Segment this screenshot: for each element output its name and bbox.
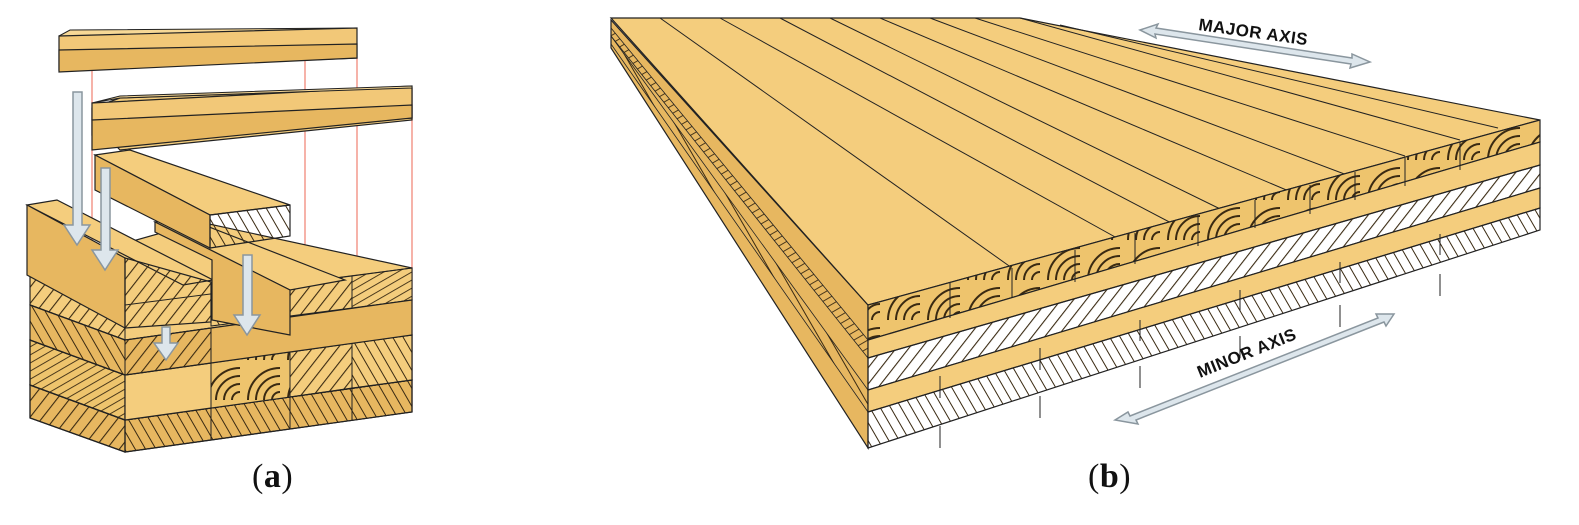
double-arrow-icon xyxy=(1138,22,1373,70)
panel-a-exploded-layers xyxy=(25,27,413,453)
caption-panel-a: (a) xyxy=(252,458,294,495)
front-face xyxy=(867,119,1541,449)
down-arrow-icon xyxy=(232,254,262,337)
caption-letter-b: b xyxy=(1099,458,1120,495)
top-plank-first xyxy=(58,27,358,73)
base-bottom-layer xyxy=(29,379,413,453)
caption-panel-b: (b) xyxy=(1088,458,1132,495)
down-arrow-icon xyxy=(90,167,120,272)
top-face xyxy=(609,17,1541,306)
panel-b-clt-panel: MAJOR AXIS MINOR AXIS xyxy=(609,15,1541,451)
double-arrow-icon xyxy=(1112,313,1396,425)
down-arrows xyxy=(62,91,262,362)
down-arrow-icon xyxy=(62,91,92,247)
caption-letter-a: a xyxy=(263,458,282,495)
base-middle-layer xyxy=(29,334,413,421)
down-arrow-icon xyxy=(152,326,180,362)
top-plank-second xyxy=(91,85,413,151)
left-edge xyxy=(610,18,869,451)
loose-plank-upper xyxy=(93,149,291,249)
